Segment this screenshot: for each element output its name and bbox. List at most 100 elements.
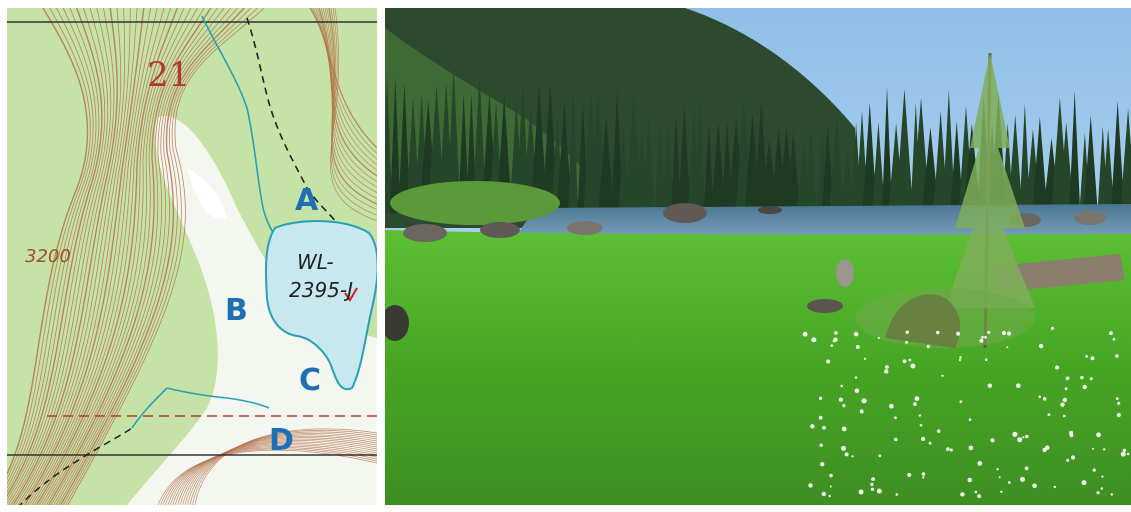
wildflower	[977, 494, 981, 499]
contour-line	[21, 8, 138, 505]
conifer-tree	[1083, 115, 1098, 213]
shrub-cluster	[855, 288, 1035, 348]
wildflower	[1007, 481, 1011, 484]
wildflower	[974, 490, 978, 494]
wildflower	[907, 472, 912, 477]
contour-line	[192, 430, 377, 505]
wildflower	[863, 357, 867, 360]
contour-line	[330, 8, 377, 222]
wildflower	[1064, 387, 1068, 391]
wildflower	[1038, 395, 1041, 399]
contour-line	[182, 435, 377, 505]
contour-line	[33, 8, 172, 505]
conifer-tree	[1032, 116, 1048, 213]
wildflower	[921, 472, 926, 476]
conifer-tree	[804, 126, 818, 213]
wildflower	[1042, 447, 1047, 453]
trail-path	[246, 17, 338, 224]
conifer-tree	[389, 77, 401, 213]
wildflower	[834, 331, 838, 335]
check-mark-icon	[344, 287, 358, 302]
wildflower	[1063, 414, 1066, 418]
wildflower	[987, 330, 991, 334]
contour-line	[167, 444, 377, 505]
conifer-tree	[472, 72, 487, 214]
contour-line	[189, 431, 377, 505]
conifer-tree	[711, 121, 726, 213]
wildflower	[870, 487, 875, 491]
wildflower	[871, 477, 875, 481]
contour-line	[170, 442, 377, 505]
conifer-tree	[840, 144, 854, 213]
contour-line	[14, 8, 122, 505]
conifer-tree	[921, 126, 940, 213]
conifer-tree	[694, 99, 706, 213]
wildflower	[919, 424, 923, 427]
dark-shrub	[385, 305, 409, 341]
contour-line	[59, 8, 246, 505]
conifer-tree	[556, 102, 573, 213]
wildflower	[842, 404, 846, 408]
lake-rocks	[403, 203, 1106, 313]
conifer-tree	[568, 80, 579, 214]
contour-line	[7, 8, 112, 505]
wildflower	[905, 330, 909, 334]
wildflower	[1038, 343, 1044, 349]
wildflower	[894, 416, 897, 420]
forest-treeline	[385, 65, 1131, 214]
wildflower	[821, 491, 826, 497]
contour-line	[12, 8, 118, 505]
wildflower	[811, 337, 817, 343]
wildflower	[830, 344, 833, 347]
conifer-tree	[661, 127, 675, 213]
contour-line	[179, 437, 377, 505]
wildflower	[1053, 485, 1056, 489]
contour-line	[50, 8, 218, 505]
wildflower	[1065, 376, 1070, 381]
contour-line	[7, 8, 103, 497]
wildflower	[859, 409, 864, 414]
contour-line	[184, 434, 377, 505]
wildflower	[921, 436, 926, 442]
wildflower	[828, 494, 831, 498]
conifer-tree	[1110, 100, 1125, 213]
wildflower	[1022, 436, 1025, 439]
contour-line	[23, 8, 145, 505]
wildflower	[802, 331, 808, 337]
conifer-tree	[1019, 103, 1031, 213]
conifer-tree	[942, 89, 956, 213]
conifer-tree	[821, 123, 834, 213]
wildflower	[829, 473, 833, 478]
wildflower	[918, 414, 921, 417]
wetland-label-line2: 2395-J	[289, 278, 354, 302]
wildflower	[922, 476, 925, 479]
wildflower	[1069, 433, 1074, 438]
wildflower	[855, 345, 860, 349]
conifer-tree	[829, 114, 845, 213]
wildflower	[1060, 402, 1065, 407]
wildflower	[854, 376, 858, 379]
conifer-tree	[950, 121, 964, 213]
wildflower	[889, 403, 894, 409]
conifer-tree	[625, 93, 643, 213]
wildflower	[936, 330, 940, 335]
contour-line	[7, 8, 100, 493]
wildflower	[984, 358, 988, 362]
wildflower	[829, 485, 832, 488]
conifer-tree	[618, 123, 630, 213]
wildflower	[1122, 448, 1127, 453]
wildflower	[1050, 326, 1055, 330]
contour-line	[57, 8, 239, 505]
contour-line	[43, 8, 198, 505]
wildflower	[928, 441, 932, 445]
conifer-tree	[703, 123, 714, 213]
contour-line	[26, 8, 151, 505]
wildflower	[1025, 434, 1029, 439]
wildflower	[1055, 365, 1059, 370]
wildflower	[941, 374, 944, 377]
wildflower	[884, 369, 889, 374]
wildflower	[808, 483, 813, 488]
contour-line	[10, 8, 115, 505]
wildflower	[877, 336, 880, 340]
wildflower	[1110, 493, 1113, 496]
